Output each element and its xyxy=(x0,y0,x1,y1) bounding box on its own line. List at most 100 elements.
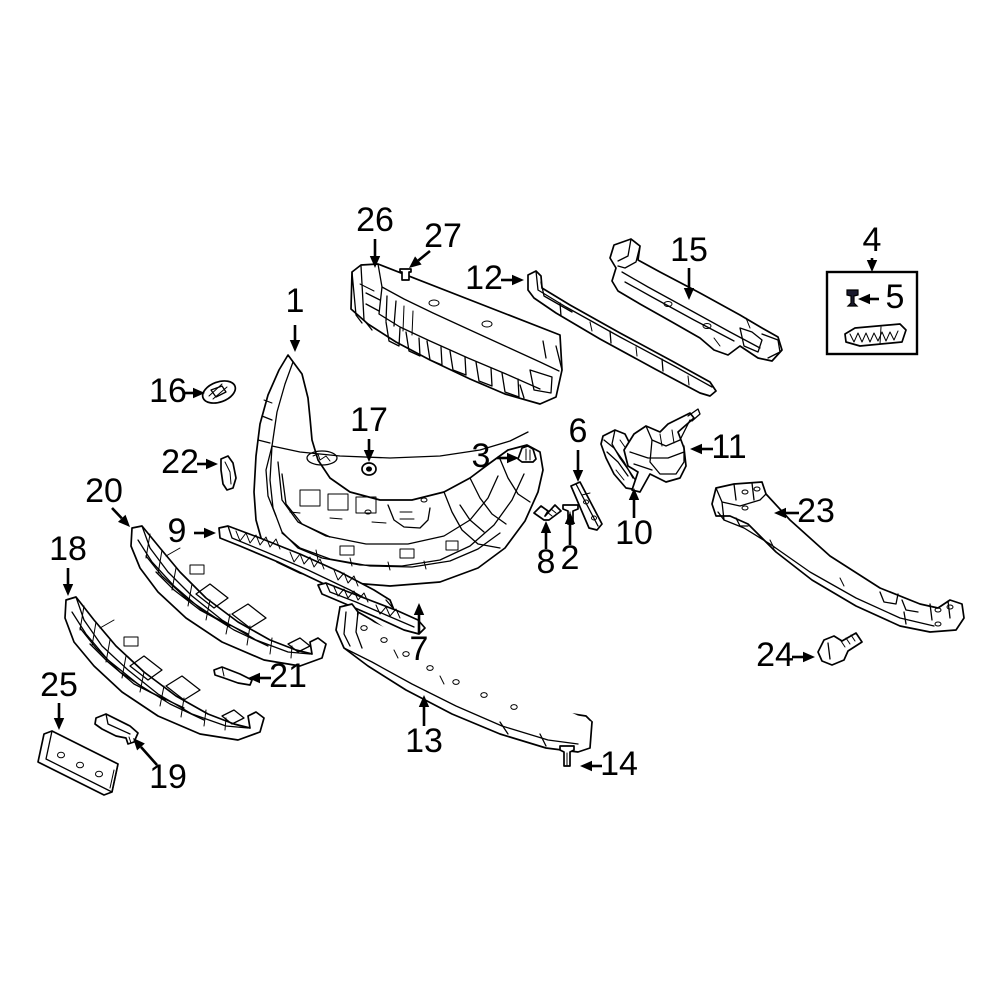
arrow-head-6 xyxy=(572,470,584,482)
part-bumper-clip xyxy=(517,445,537,463)
part-number-12: 12 xyxy=(465,259,503,297)
part-number-5: 5 xyxy=(886,278,905,316)
part-number-4: 4 xyxy=(863,221,882,259)
part-upper-support-rail xyxy=(527,270,717,397)
arrow-head-4 xyxy=(866,260,878,272)
callout-1: 1 xyxy=(286,282,305,352)
arrow-head-23 xyxy=(774,507,786,519)
arrow-head-5 xyxy=(858,293,870,305)
arrow-head-17 xyxy=(363,450,375,462)
part-push-rivet xyxy=(559,745,575,767)
part-number-19: 19 xyxy=(149,758,187,796)
part-bracket-strip xyxy=(844,323,907,347)
part-upper-bumper-absorber xyxy=(350,263,563,405)
arrow-head-26 xyxy=(369,256,381,268)
arrow-head-14 xyxy=(580,760,592,772)
arrow-head-21 xyxy=(248,672,260,684)
part-flange-bolt xyxy=(817,632,863,666)
arrow-head-16 xyxy=(193,387,205,399)
part-bracket-kit-inset xyxy=(825,270,919,356)
part-tow-hook-cover xyxy=(220,455,237,491)
arrow-head-11 xyxy=(690,443,702,455)
part-lower-grille-mesh-outer xyxy=(64,596,265,741)
part-number-7: 7 xyxy=(410,630,429,668)
leader-line-27 xyxy=(417,249,431,262)
arrow-head-7 xyxy=(413,603,425,615)
part-number-25: 25 xyxy=(40,666,78,704)
part-license-plate-mounting-plate xyxy=(37,730,119,796)
part-radiator-grille-mesh xyxy=(130,525,327,667)
part-front-bumper-cover xyxy=(253,354,544,587)
arrow-head-8 xyxy=(540,521,552,533)
part-grille-emblem xyxy=(201,380,237,404)
callout-20: 20 xyxy=(85,472,130,527)
arrow-head-15 xyxy=(683,288,695,300)
part-number-27: 27 xyxy=(424,217,462,255)
part-small-clip xyxy=(399,268,412,281)
callout-9: 9 xyxy=(168,512,216,550)
callout-13: 13 xyxy=(405,695,443,760)
callout-7: 7 xyxy=(410,603,429,668)
callout-21: 21 xyxy=(248,657,307,695)
part-bumper-impact-bar xyxy=(711,481,965,633)
part-number-18: 18 xyxy=(49,530,87,568)
callout-2: 2 xyxy=(561,512,580,577)
callout-17: 17 xyxy=(350,401,388,462)
callout-22: 22 xyxy=(161,443,218,481)
part-number-22: 22 xyxy=(161,443,199,481)
part-side-bracket-strip xyxy=(570,481,603,531)
part-front-spoiler-air-dam xyxy=(335,603,593,753)
part-number-17: 17 xyxy=(350,401,388,439)
arrow-head-9 xyxy=(204,527,216,539)
part-number-16: 16 xyxy=(149,372,187,410)
callout-11: 11 xyxy=(690,428,747,466)
part-upper-reinforcement-bracket xyxy=(609,238,783,362)
part-number-8: 8 xyxy=(537,543,556,581)
arrow-head-3 xyxy=(507,452,519,464)
arrow-head-18 xyxy=(62,584,74,596)
callout-15: 15 xyxy=(670,231,708,300)
part-number-26: 26 xyxy=(356,201,394,239)
arrow-head-27 xyxy=(409,256,422,268)
part-number-20: 20 xyxy=(85,472,123,510)
arrow-head-10 xyxy=(628,488,640,500)
part-number-15: 15 xyxy=(670,231,708,269)
part-number-24: 24 xyxy=(756,636,794,674)
callout-8: 8 xyxy=(537,521,556,581)
part-number-10: 10 xyxy=(615,514,653,552)
arrow-head-2 xyxy=(564,512,576,524)
leader-line-20 xyxy=(111,507,123,520)
part-number-2: 2 xyxy=(561,539,580,577)
callout-26: 26 xyxy=(356,201,394,268)
callout-16: 16 xyxy=(149,372,205,410)
part-license-plate-bracket-strip xyxy=(94,713,139,745)
callout-4: 4 xyxy=(863,221,882,272)
callout-6: 6 xyxy=(569,412,587,482)
part-number-14: 14 xyxy=(600,745,638,783)
part-grille-clip-strip xyxy=(213,666,253,686)
callout-10: 10 xyxy=(615,488,653,552)
callout-24: 24 xyxy=(756,636,815,674)
arrow-head-22 xyxy=(206,458,218,470)
arrow-head-1 xyxy=(289,340,301,352)
callout-14: 14 xyxy=(580,745,638,783)
part-grommet-plug xyxy=(361,462,377,476)
part-number-1: 1 xyxy=(286,282,305,320)
part-bumper-side-support xyxy=(623,408,701,493)
part-number-13: 13 xyxy=(405,722,443,760)
callout-12: 12 xyxy=(465,259,524,297)
arrow-head-13 xyxy=(418,695,430,707)
arrow-head-20 xyxy=(117,514,130,527)
callout-23: 23 xyxy=(774,492,835,530)
arrow-head-24 xyxy=(803,651,815,663)
callout-27: 27 xyxy=(409,217,462,268)
arrow-head-12 xyxy=(512,274,524,286)
part-number-23: 23 xyxy=(797,492,835,530)
arrow-head-25 xyxy=(53,718,65,730)
part-screw-fastener xyxy=(533,504,562,521)
part-number-21: 21 xyxy=(269,657,307,695)
part-number-9: 9 xyxy=(168,512,187,550)
